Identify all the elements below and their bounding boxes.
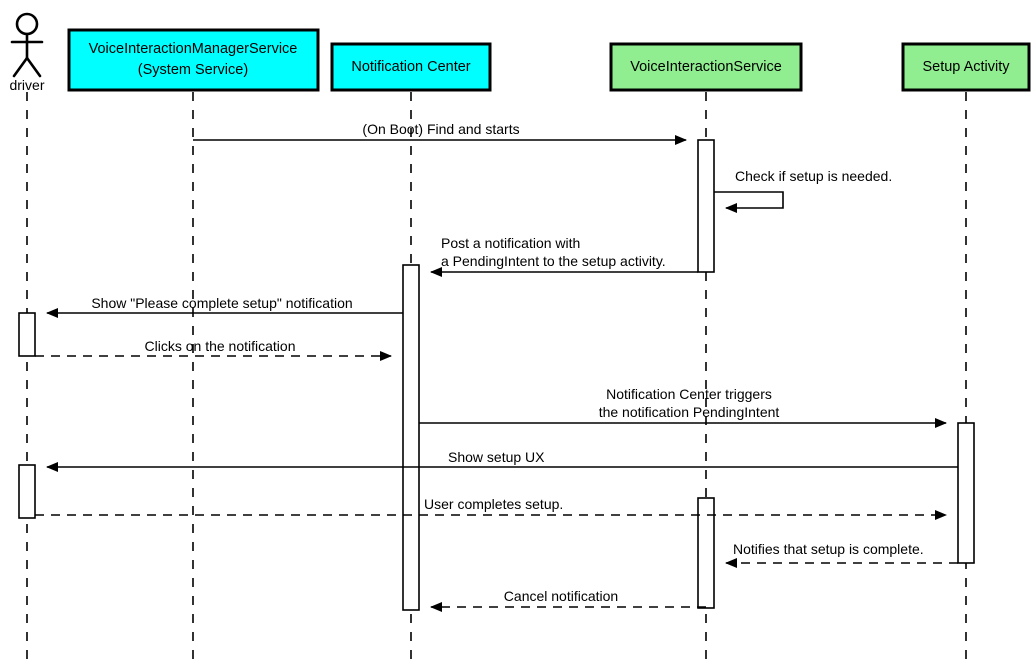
message-label-m3-line2: a PendingIntent to the setup activity. [441, 253, 666, 269]
activation-bar-notification-center [402, 264, 420, 611]
message-notification-center-triggers-pendingintent[interactable]: Notification Center triggers the notific… [419, 386, 947, 428]
participant-label-vis: VoiceInteractionService [630, 59, 782, 75]
actor-leg-right-icon [25, 56, 42, 78]
participant-box-vims[interactable] [67, 28, 320, 92]
message-label-m5: Clicks on the notification [145, 338, 296, 354]
activation-bar-vis-top [697, 139, 715, 273]
participant-label-driver: driver [9, 77, 44, 93]
message-label-m3-line1: Post a notification with [441, 235, 580, 251]
activation-bar-driver-1 [18, 312, 36, 357]
message-on-boot-find-and-starts[interactable]: (On Boot) Find and starts [193, 121, 687, 145]
participant-setup-activity[interactable]: Setup Activity [901, 42, 1031, 92]
participant-vims[interactable]: VoiceInteractionManagerService (System S… [67, 28, 320, 92]
activation-bar-vis-bottom [697, 497, 715, 609]
participant-box-vis[interactable] [609, 42, 803, 92]
message-show-please-complete-setup-notification[interactable]: Show "Please complete setup" notificatio… [46, 295, 403, 318]
message-user-completes-setup[interactable]: User completes setup. [35, 496, 947, 520]
participant-notification-center[interactable]: Notification Center [330, 42, 492, 92]
message-label-m6-line2: the notification PendingIntent [599, 404, 780, 420]
actor-head-icon [15, 12, 39, 36]
message-label-m9: Notifies that setup is complete. [733, 541, 924, 557]
message-label-m4: Show "Please complete setup" notificatio… [91, 295, 352, 311]
participant-box-notification-center[interactable] [330, 42, 492, 92]
message-check-if-setup-is-needed[interactable]: Check if setup is needed. [714, 168, 892, 213]
message-label-m10: Cancel notification [504, 588, 618, 604]
message-label-m2: Check if setup is needed. [735, 168, 892, 184]
message-clicks-on-the-notification[interactable]: Clicks on the notification [35, 338, 392, 361]
message-show-setup-ux[interactable]: Show setup UX [46, 449, 958, 472]
activation-bar-setup-activity [957, 422, 975, 564]
actor-leg-left-icon [12, 56, 29, 78]
message-arrow-m2 [714, 191, 784, 213]
message-notifies-that-setup-is-complete[interactable]: Notifies that setup is complete. [725, 541, 958, 568]
participant-label-notification-center: Notification Center [351, 59, 470, 75]
participant-label-setup-activity: Setup Activity [922, 59, 1010, 75]
participant-driver[interactable]: driver [9, 12, 45, 93]
message-label-m8: User completes setup. [424, 496, 563, 512]
participant-vis[interactable]: VoiceInteractionService [609, 42, 803, 92]
participant-label-vims-line1: VoiceInteractionManagerService [89, 41, 298, 57]
message-label-m1: (On Boot) Find and starts [362, 121, 519, 137]
message-post-a-notification[interactable]: Post a notification with a PendingIntent… [430, 235, 698, 277]
participant-box-setup-activity[interactable] [901, 42, 1031, 92]
message-label-m6-line1: Notification Center triggers [606, 386, 772, 402]
message-cancel-notification[interactable]: Cancel notification [430, 588, 706, 612]
participant-label-vims-line2: (System Service) [138, 62, 248, 78]
activation-bar-driver-2 [18, 464, 36, 519]
message-label-m7: Show setup UX [448, 449, 545, 465]
